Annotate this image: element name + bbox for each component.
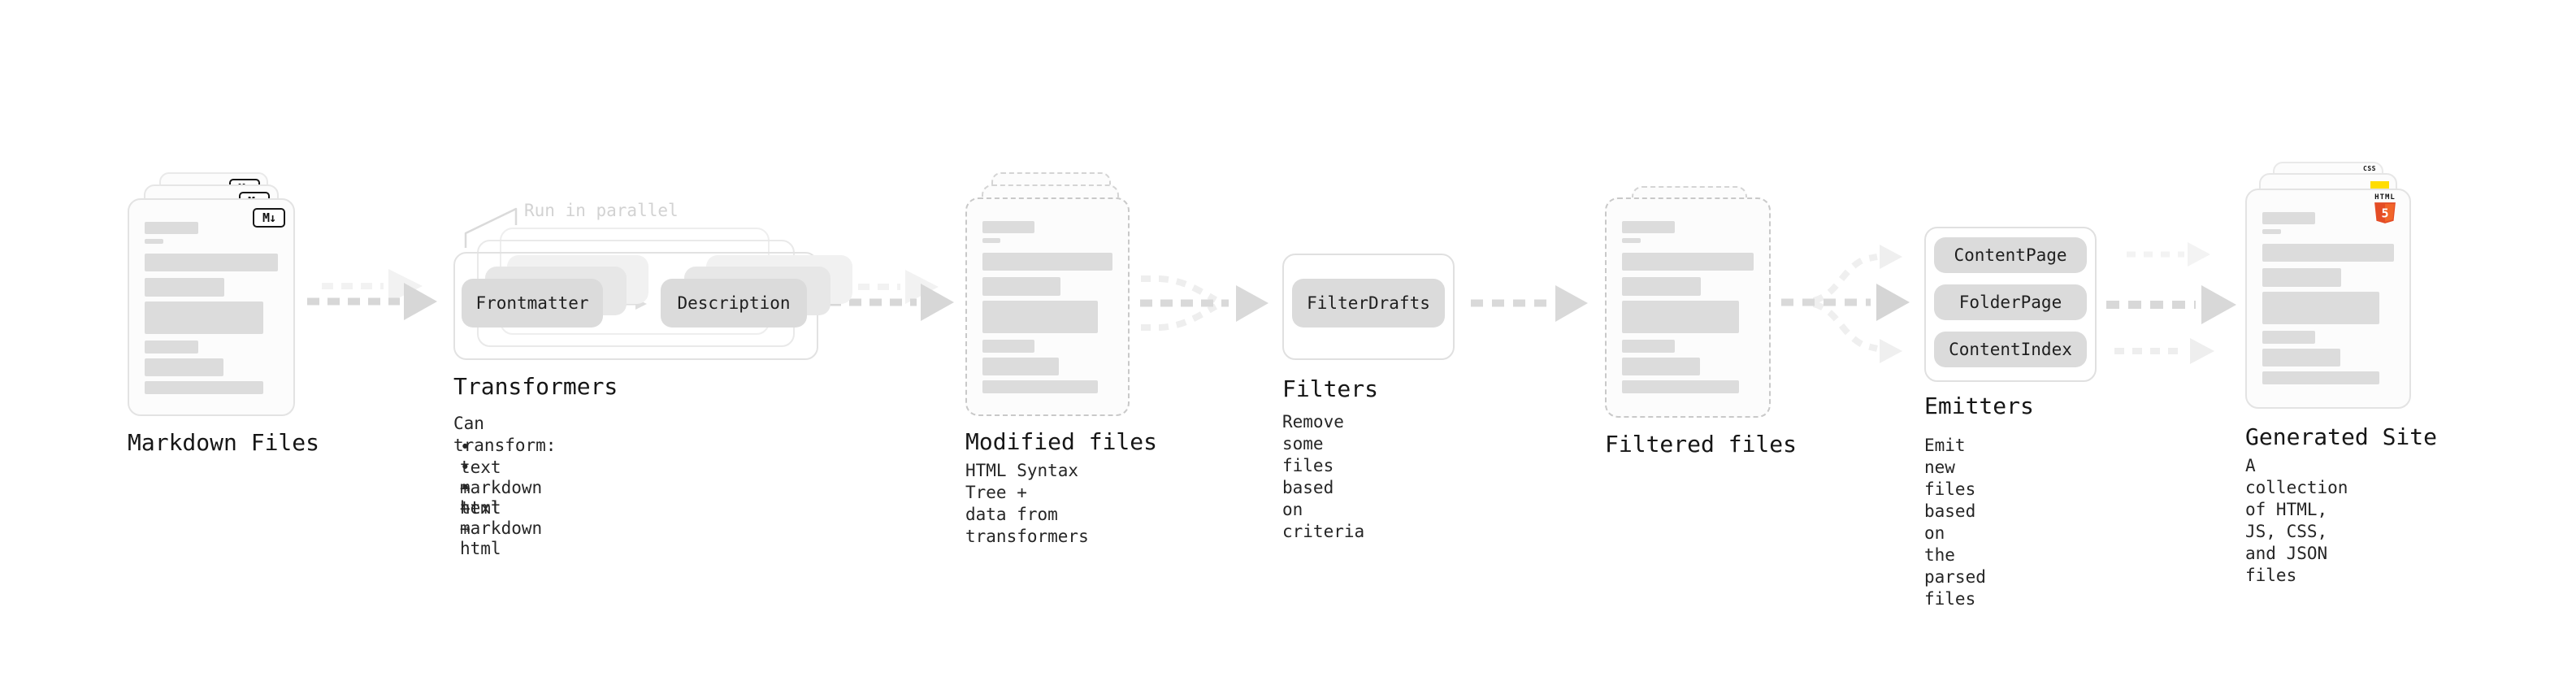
transformer-node-description: Description	[661, 279, 807, 327]
skeleton-bar	[982, 340, 1034, 353]
skeleton-bar	[145, 381, 263, 394]
document-skeleton	[145, 222, 278, 394]
arrow-filters-to-filtered	[1471, 285, 1588, 322]
skeleton-bar	[2262, 371, 2380, 384]
stage-label: Filtered files	[1605, 431, 1798, 458]
skeleton-bar	[1622, 380, 1740, 393]
transform-bullet: • html → html	[460, 478, 501, 558]
emitter-node-contentpage: ContentPage	[1934, 237, 2087, 273]
stage-label: Generated Site	[2245, 423, 2438, 450]
modified-file-card	[965, 197, 1130, 416]
skeleton-bar	[982, 301, 1099, 333]
filtered-file-card	[1605, 197, 1771, 418]
arrow-markdown-to-transformers	[307, 269, 437, 320]
skeleton-bar	[145, 301, 263, 334]
skeleton-bar	[145, 358, 223, 376]
stage-caption: Emit new files based on the parsed files	[1924, 436, 1986, 609]
skeleton-bar	[145, 254, 278, 271]
stage-caption: HTML Syntax Tree + data from transformer…	[965, 461, 1089, 546]
stage-label: Filters	[1282, 375, 1379, 402]
skeleton-bar	[2262, 331, 2315, 344]
transformer-node-frontmatter: Frontmatter	[462, 279, 603, 327]
skeleton-bar	[2262, 229, 2281, 234]
stage-label: Transformers	[453, 373, 618, 400]
emitter-node-folderpage: FolderPage	[1934, 284, 2087, 320]
arrow-emitters-to-site	[2106, 242, 2236, 364]
skeleton-bar	[1622, 301, 1740, 333]
skeleton-bar	[982, 221, 1034, 233]
skeleton-bar	[1622, 358, 1700, 375]
stage-label: Markdown Files	[128, 429, 320, 456]
document-skeleton	[2262, 212, 2394, 384]
skeleton-bar	[2262, 212, 2315, 224]
markdown-icon: M↓	[253, 208, 285, 228]
transform-bullet: • markdown → markdown	[460, 458, 543, 538]
stage-caption: Remove some files based on criteria	[1282, 412, 1365, 541]
skeleton-bar	[1622, 238, 1641, 243]
skeleton-bar	[1622, 221, 1675, 233]
site-file-card: HTML 5	[2245, 189, 2411, 409]
html5-icon: HTML 5	[2367, 194, 2403, 223]
skeleton-bar	[2262, 244, 2394, 262]
transform-bullet: • text → text	[460, 437, 501, 518]
stage-label: Modified files	[965, 428, 1158, 455]
markdown-file-card: M↓	[128, 198, 295, 416]
skeleton-bar	[982, 358, 1060, 375]
skeleton-bar	[1622, 340, 1675, 353]
skeleton-bar	[982, 380, 1099, 393]
arrow-filtered-to-emitters-fork	[1781, 245, 1910, 363]
skeleton-bar	[145, 340, 198, 354]
svg-text:5: 5	[2381, 206, 2388, 220]
skeleton-bar	[145, 239, 163, 244]
document-skeleton	[982, 221, 1112, 393]
filter-node-filterdrafts: FilterDrafts	[1292, 279, 1445, 327]
emitter-node-contentindex: ContentIndex	[1934, 332, 2087, 367]
skeleton-bar	[1622, 277, 1702, 296]
skeleton-bar	[982, 277, 1060, 296]
skeleton-bar	[2262, 292, 2380, 324]
skeleton-bar	[2262, 268, 2342, 287]
run-in-parallel-annotation: Run in parallel	[524, 201, 679, 220]
skeleton-bar	[982, 238, 1001, 243]
skeleton-bar	[982, 253, 1112, 271]
stage-label: Emitters	[1924, 393, 2034, 419]
stage-caption-title: Can transform:	[453, 414, 557, 455]
stage-caption: A collection of HTML, JS, CSS, and JSON …	[2245, 456, 2348, 585]
skeleton-bar	[1622, 253, 1754, 271]
skeleton-bar	[2262, 349, 2340, 367]
skeleton-bar	[145, 222, 198, 234]
document-skeleton	[1622, 221, 1754, 393]
arrow-modified-to-filters-merge	[1140, 275, 1268, 331]
skeleton-bar	[145, 278, 225, 297]
